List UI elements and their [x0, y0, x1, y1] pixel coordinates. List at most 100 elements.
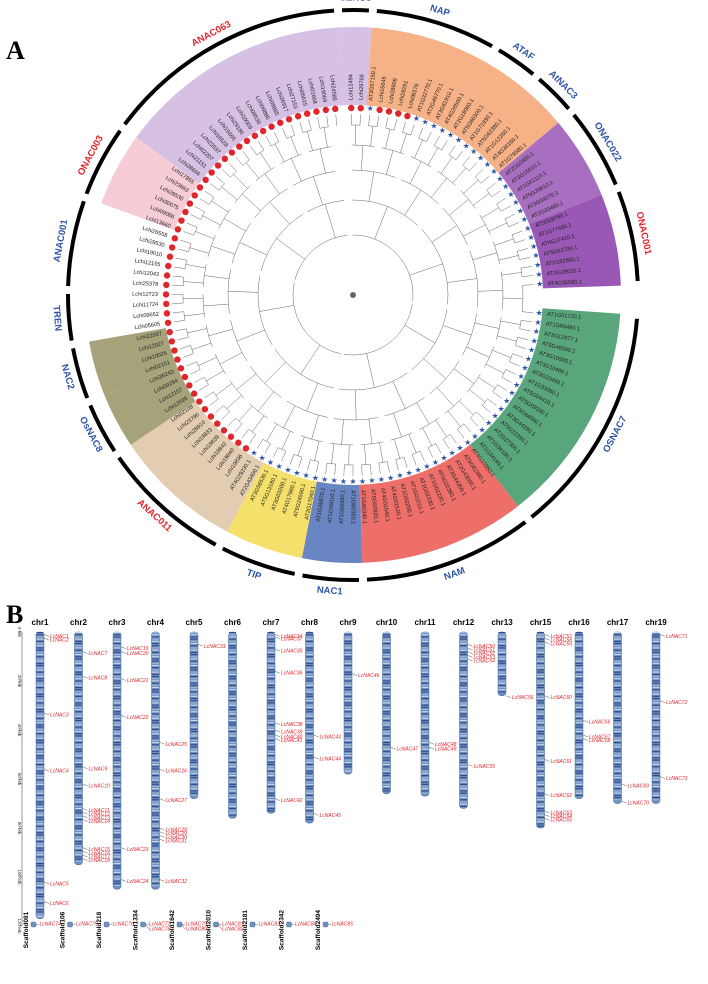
chromosome-band — [37, 865, 44, 866]
arabidopsis-star-icon: ★ — [367, 104, 374, 113]
chromosome-band — [576, 647, 583, 648]
chromosome-band — [653, 691, 660, 692]
chromosome-band — [576, 727, 583, 728]
gene-marker-line — [44, 882, 49, 884]
chromosome-band — [268, 696, 275, 697]
chromosome-band — [460, 667, 467, 668]
litchi-dot-icon — [348, 105, 354, 111]
chromosome-band — [653, 788, 660, 789]
chromosome-band — [383, 771, 390, 772]
chromosome-band — [152, 683, 159, 684]
litchi-dot-icon — [196, 398, 202, 404]
chromosome-band — [537, 742, 544, 743]
chromosome-band — [191, 779, 198, 780]
chromosome-band — [537, 656, 544, 657]
arabidopsis-star-icon: ★ — [527, 233, 534, 242]
tree-branch — [419, 128, 423, 138]
chromosome-band — [614, 652, 621, 653]
chromosome-band — [114, 799, 121, 800]
chromosome-band — [383, 709, 390, 710]
leaf-label: Lchi12494 — [348, 74, 354, 100]
gene-marker-line — [545, 642, 550, 644]
chromosome-band — [460, 663, 467, 664]
chromosome-band — [537, 665, 544, 666]
chromosome-band — [422, 766, 429, 767]
gene-marker-line — [44, 638, 49, 640]
chromosome-band — [537, 702, 544, 703]
chromosome-band — [191, 793, 198, 794]
chromosome-band — [383, 782, 390, 783]
arabidopsis-star-icon: ★ — [478, 425, 485, 434]
gene-marker-line — [121, 652, 126, 654]
chromosome-band — [383, 632, 390, 633]
chromosome-band — [75, 663, 82, 664]
chromosome-band — [114, 733, 121, 734]
tree-branch — [200, 199, 209, 205]
chromosome-band — [537, 753, 544, 754]
chromosome-band — [152, 819, 159, 820]
chromosome-band — [383, 735, 390, 736]
chromosome-band — [75, 676, 82, 677]
chromosome-band — [460, 647, 467, 648]
chromosome-band — [653, 771, 660, 772]
tree-branch — [274, 132, 279, 142]
chromosome-band — [653, 676, 660, 677]
chromosome-band — [75, 647, 82, 648]
chromosome-band — [152, 799, 159, 800]
chromosome-band — [75, 826, 82, 827]
chromosome-band — [537, 746, 544, 747]
chromosome-band — [306, 658, 313, 659]
chromosome-band — [37, 669, 44, 670]
tree-branch — [220, 353, 242, 365]
gene-label: LcNAC8 — [89, 676, 108, 682]
chromosome-band — [653, 773, 660, 774]
chromosome-band — [576, 746, 583, 747]
chromosome-band — [422, 691, 429, 692]
chromosome-band — [152, 852, 159, 853]
arabidopsis-star-icon: ★ — [536, 308, 543, 317]
chromosome-band — [114, 872, 121, 873]
chromosome-band — [422, 707, 429, 708]
chromosome-band — [499, 658, 506, 659]
chromosome-band — [306, 808, 313, 809]
chromosome-band — [152, 850, 159, 851]
chromosome-band — [114, 744, 121, 745]
gene-marker-line — [160, 828, 165, 830]
chromosome-band — [37, 817, 44, 818]
chromosome-band — [345, 667, 352, 668]
chromosome-band — [152, 773, 159, 774]
tree-branch — [250, 146, 256, 155]
chromosome-band — [614, 764, 621, 765]
gene-label: LcNAC4 — [50, 769, 69, 775]
chromosome-band — [152, 643, 159, 644]
chromosome-band — [268, 797, 275, 798]
chromosome-band — [75, 711, 82, 712]
tree-branch — [387, 462, 389, 473]
litchi-dot-icon — [277, 120, 283, 126]
chromosome-band — [383, 669, 390, 670]
chromosome-band — [460, 656, 467, 657]
chromosome-band — [537, 707, 544, 708]
chromosome-band — [152, 839, 159, 840]
clade-arc-nac1 — [303, 575, 359, 580]
chromosome-band — [345, 663, 352, 664]
chromosome-band — [576, 661, 583, 662]
gene-label: LcNAC82 — [222, 927, 244, 933]
chromosome-band — [345, 760, 352, 761]
chromosome-band — [114, 810, 121, 811]
chromosome-band — [345, 683, 352, 684]
tree-branch — [187, 362, 197, 366]
chromosome-band — [268, 680, 275, 681]
chromosome-band — [422, 663, 429, 664]
chromosome-band — [614, 672, 621, 673]
chromosome-band — [268, 760, 275, 761]
chromosome-band — [576, 751, 583, 752]
chromosome-band — [653, 755, 660, 756]
chromosome-band — [191, 687, 198, 688]
litchi-dot-icon — [175, 226, 181, 232]
arabidopsis-star-icon: ★ — [455, 136, 462, 145]
chromosome-band — [229, 683, 236, 684]
chromosome-band — [75, 694, 82, 695]
chromosome-band — [306, 784, 313, 785]
